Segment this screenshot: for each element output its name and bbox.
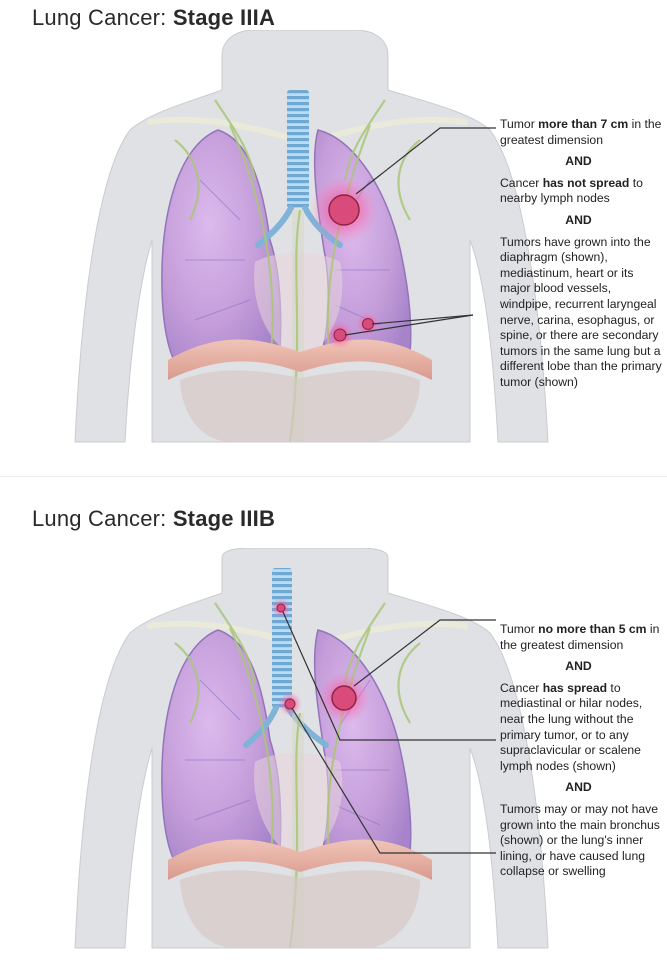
tumor-diaphragm	[334, 329, 346, 341]
tumor-main	[329, 195, 359, 225]
criterion-bronchus: Tumors may or may not have grown into th…	[500, 802, 665, 880]
stage-iiib-title: Lung Cancer: Stage IIIB	[32, 506, 275, 532]
criterion-pre: Cancer	[500, 176, 543, 190]
node-supraclavicular	[277, 604, 285, 612]
abdomen	[180, 370, 420, 442]
node-mediastinal	[285, 699, 295, 709]
criterion-pre: Cancer	[500, 681, 543, 695]
criterion-emphasis: more than 7 cm	[538, 117, 628, 131]
stage-iiia-title: Lung Cancer: Stage IIIA	[32, 5, 275, 31]
criterion-emphasis: no more than 5 cm	[538, 622, 646, 636]
trachea	[272, 568, 292, 708]
criterion-size: Tumor more than 7 cm in the greatest dim…	[500, 117, 665, 148]
stage-iiia-criteria: Tumor more than 7 cm in the greatest dim…	[500, 117, 665, 391]
criterion-text: Tumors have grown into the diaphragm (sh…	[500, 235, 662, 389]
title-stage: Stage IIIA	[173, 5, 275, 30]
and-label: AND	[500, 780, 665, 796]
criterion-emphasis: has not spread	[543, 176, 630, 190]
criterion-invasion: Tumors have grown into the diaphragm (sh…	[500, 235, 665, 391]
trachea	[287, 90, 309, 208]
criterion-text: Tumors may or may not have grown into th…	[500, 802, 660, 878]
and-label: AND	[500, 154, 665, 170]
stage-iiia-panel: Lung Cancer: Stage IIIA	[0, 0, 667, 486]
panel-divider	[0, 476, 667, 477]
and-label: AND	[500, 213, 665, 229]
tumor-main	[332, 686, 356, 710]
stage-iiib-panel: Lung Cancer: Stage IIIB Tumor no more th…	[0, 486, 667, 972]
and-label: AND	[500, 659, 665, 675]
criterion-emphasis: has spread	[543, 681, 607, 695]
criterion-pre: Tumor	[500, 117, 538, 131]
abdomen	[180, 870, 420, 948]
criterion-nodes: Cancer has not spread to nearby lymph no…	[500, 176, 665, 207]
stage-iiib-criteria: Tumor no more than 5 cm in the greatest …	[500, 622, 665, 880]
title-prefix: Lung Cancer:	[32, 506, 173, 531]
tumor-secondary	[363, 319, 374, 330]
criterion-pre: Tumor	[500, 622, 538, 636]
title-prefix: Lung Cancer:	[32, 5, 173, 30]
criterion-size: Tumor no more than 5 cm in the greatest …	[500, 622, 665, 653]
title-stage: Stage IIIB	[173, 506, 275, 531]
criterion-nodes: Cancer has spread to mediastinal or hila…	[500, 681, 665, 775]
